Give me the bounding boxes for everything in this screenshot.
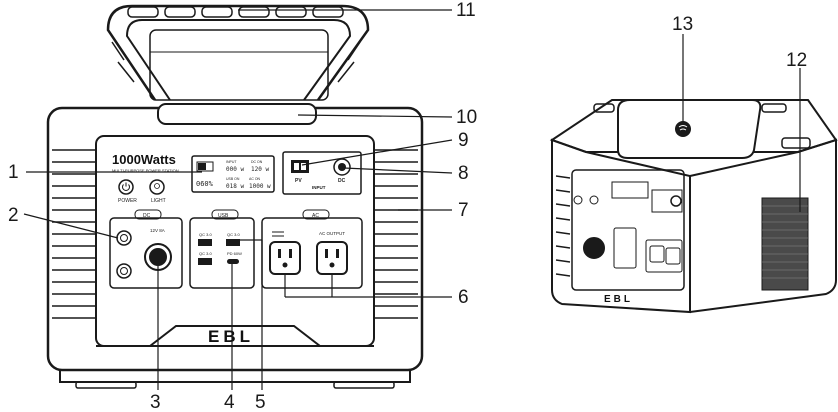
pd-label: PD 60W	[227, 251, 242, 256]
callout-13: 13	[672, 14, 693, 35]
callout-3: 3	[150, 392, 161, 412]
section-dc-label: DC	[143, 213, 151, 219]
lcd-usb-on-value: 018 w	[226, 183, 244, 190]
ac-outlet-2[interactable]	[316, 241, 348, 275]
pv-label: PV	[295, 178, 302, 184]
dc-output-label: 12V 8A	[150, 228, 165, 233]
perspective-view: EBL	[549, 99, 838, 314]
dc5521-port-top[interactable]	[116, 230, 132, 246]
carry-handle	[106, 4, 370, 101]
qc-label-1: QC 3.0	[199, 232, 212, 237]
light-icon	[154, 183, 160, 189]
ac-outlet-1[interactable]	[269, 241, 301, 275]
qc-label-2: QC 3.0	[227, 232, 240, 237]
input-panel	[282, 151, 362, 195]
lcd-ac-on-label: AC ON	[249, 177, 261, 181]
power-label: POWER	[118, 198, 137, 204]
callout-11: 11	[456, 0, 476, 21]
ebl-logo: EBL	[208, 327, 254, 346]
callout-10: 10	[456, 107, 477, 128]
pv-input-port[interactable]	[291, 160, 309, 173]
ac-output-label: AC OUTPUT	[319, 231, 345, 236]
light-label: LIGHT	[151, 198, 166, 204]
lcd-ac-on-value: 1000 w	[249, 183, 271, 190]
callout-numbers: 1 2 3 4 5 6 7 8 9 10 11 12 13	[8, 0, 807, 412]
perspective-logo: EBL	[604, 294, 633, 305]
lcd-input-label: INPUT	[226, 160, 237, 164]
side-vent-grille	[761, 197, 809, 291]
light-button[interactable]	[149, 179, 165, 195]
battery-icon	[196, 161, 214, 172]
lcd-dc-on-label: DC ON	[251, 160, 263, 164]
section-ac-label: AC	[312, 213, 319, 219]
lcd-dc-on-value: 120 w	[251, 166, 269, 173]
usb-c-port[interactable]	[227, 259, 239, 264]
callout-4: 4	[224, 392, 235, 412]
power-icon	[122, 182, 130, 191]
dc5521-port-bottom[interactable]	[116, 263, 132, 279]
leader-lines	[23, 9, 801, 390]
callout-5: 5	[255, 392, 266, 412]
callout-1: 1	[8, 162, 19, 183]
input-label: INPUT	[312, 185, 326, 190]
callout-9: 9	[458, 130, 469, 151]
front-view	[46, 4, 424, 389]
front-face-details: 1000Watts MULTI-PURPOSE POWER STATION PO…	[109, 151, 363, 346]
callout-2: 2	[8, 205, 19, 226]
section-usb-label: USB	[218, 213, 229, 219]
callout-12: 12	[786, 50, 807, 71]
brand-subtitle: MULTI-PURPOSE POWER STATION	[112, 168, 179, 173]
lcd-battery-percent: 060%	[196, 180, 214, 188]
callout-7: 7	[458, 200, 469, 221]
brand-label: 1000Watts	[112, 152, 176, 167]
callout-8: 8	[458, 163, 469, 184]
qc-label-3: QC 3.0	[199, 251, 212, 256]
left-side-ribs	[52, 149, 96, 319]
dc-input-port[interactable]	[333, 158, 351, 176]
right-side-ribs	[374, 149, 418, 319]
power-button[interactable]	[118, 179, 134, 195]
usb-a-port-2[interactable]	[226, 239, 240, 246]
lcd-screen	[191, 155, 275, 193]
handle-rest-bar	[157, 103, 317, 125]
lcd-input-value: 000 w	[226, 166, 244, 173]
usb-a-port-3[interactable]	[198, 258, 212, 265]
lcd-usb-on-label: USB ON	[226, 177, 240, 181]
dc-input-label: DC	[338, 178, 346, 184]
usb-a-port-1[interactable]	[198, 239, 212, 246]
callout-6: 6	[458, 287, 469, 308]
